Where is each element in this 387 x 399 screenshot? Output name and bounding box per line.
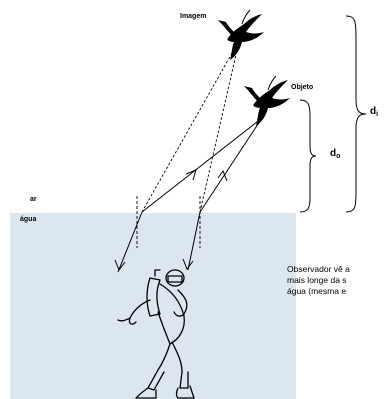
image-bird-icon (218, 10, 264, 60)
caption-line-3: água (mesma e (287, 286, 350, 297)
virtual-ray-left (142, 46, 236, 212)
brace-do (300, 100, 316, 212)
label-water: água (20, 216, 36, 223)
label-do: do (330, 148, 340, 160)
label-image: Imagem (180, 13, 206, 20)
water-region (10, 213, 296, 399)
brace-di (346, 16, 366, 212)
label-object: Objeto (291, 84, 313, 91)
virtual-ray-right (200, 46, 238, 212)
label-di-sub: i (376, 111, 378, 118)
incident-ray-right (200, 118, 262, 212)
object-bird-icon (244, 76, 290, 126)
incident-ray-left (142, 118, 262, 212)
label-air: ar (30, 196, 37, 203)
label-di: di (370, 106, 378, 118)
observer-caption: Observador vê a mais longe da s água (me… (287, 264, 350, 297)
caption-line-2: mais longe da s (287, 275, 350, 286)
label-do-sub: o (336, 153, 340, 160)
caption-line-1: Observador vê a (287, 264, 350, 275)
